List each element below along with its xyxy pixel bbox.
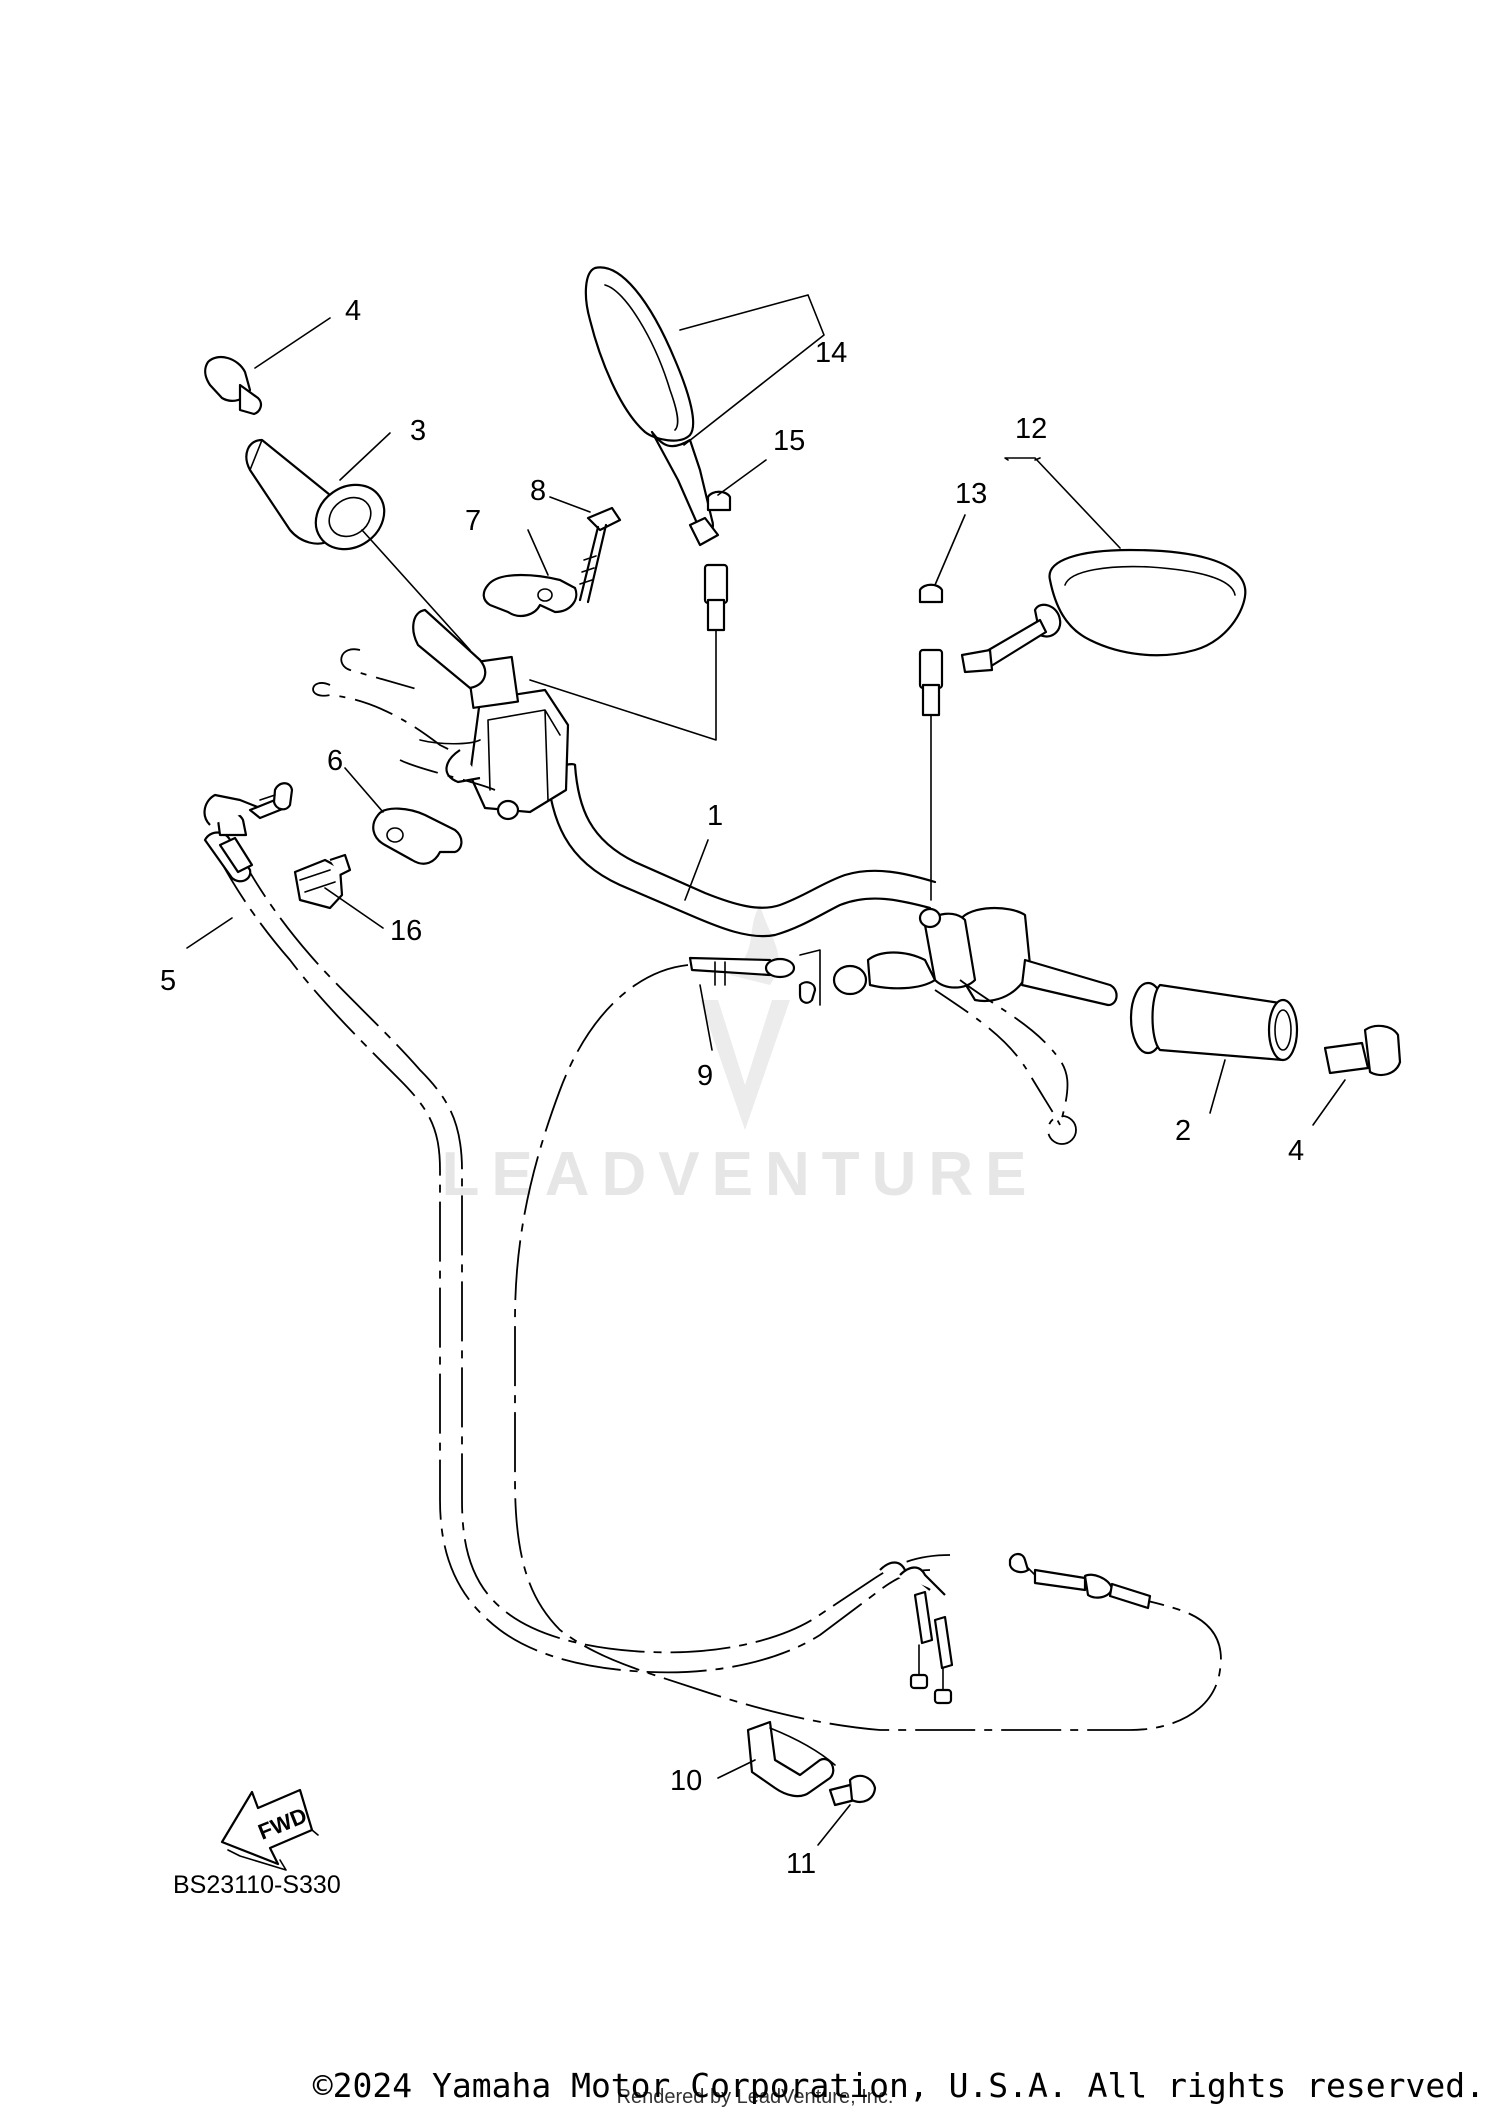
- left-mirror-cap: [706, 490, 732, 512]
- callout-11: 11: [786, 1848, 816, 1880]
- fwd-arrow-icon: FWD: [220, 1788, 319, 1871]
- watermark-logo: LEADVENTURE: [441, 905, 1038, 1209]
- holder-upper: [482, 573, 578, 618]
- callout-4-left: 4: [345, 295, 361, 327]
- clutch-cable: [514, 949, 1222, 1731]
- callout-7: 7: [465, 505, 481, 537]
- callout-1: 1: [707, 800, 723, 832]
- callout-2: 2: [1175, 1115, 1191, 1147]
- left-switch-assembly: [312, 648, 570, 821]
- callouts: 1 2 3 4 4 5 6 7 8 9 10 11 12 13 14 15 16: [160, 295, 1304, 1880]
- diagram-code: BS23110-S330: [173, 1871, 341, 1899]
- callout-6: 6: [327, 745, 343, 777]
- right-bar-end: [1323, 1024, 1402, 1077]
- callout-9: 9: [697, 1060, 713, 1092]
- callout-16: 16: [390, 915, 422, 947]
- callout-8: 8: [530, 475, 546, 507]
- leader-lines: [186, 294, 1346, 1846]
- throttle-cables: [203, 782, 951, 1674]
- copyright: ©2024 Yamaha Motor Corporation, U.S.A. A…: [313, 2066, 1485, 2105]
- holder-lower: [372, 807, 463, 865]
- handlebar: [545, 763, 937, 938]
- left-grip: [245, 438, 487, 690]
- right-mirror-cap: [918, 583, 944, 604]
- right-mirror: [918, 548, 1247, 901]
- rendered-by: Rendered by LeadVenture, Inc.: [617, 2086, 894, 2108]
- callout-14: 14: [815, 337, 847, 369]
- cable-ends: [879, 1552, 1152, 1705]
- right-grip: [1129, 981, 1299, 1062]
- right-brake-lever: [934, 979, 1077, 1145]
- callout-4-right: 4: [1288, 1135, 1304, 1167]
- cable-bracket: [746, 1720, 836, 1798]
- left-mirror: [529, 266, 729, 741]
- left-bar-end: [204, 355, 263, 416]
- callout-12: 12: [1015, 413, 1047, 445]
- holder-bolt: [578, 506, 622, 604]
- right-switch-assembly: [832, 906, 1118, 1007]
- callout-15: 15: [773, 425, 805, 457]
- watermark-text: LEADVENTURE: [441, 1140, 1038, 1209]
- callout-10: 10: [670, 1765, 702, 1797]
- callout-13: 13: [955, 478, 987, 510]
- callout-3: 3: [410, 415, 426, 447]
- callout-5: 5: [160, 965, 176, 997]
- bracket-bolt: [828, 1774, 877, 1807]
- cable-guide: [293, 853, 352, 910]
